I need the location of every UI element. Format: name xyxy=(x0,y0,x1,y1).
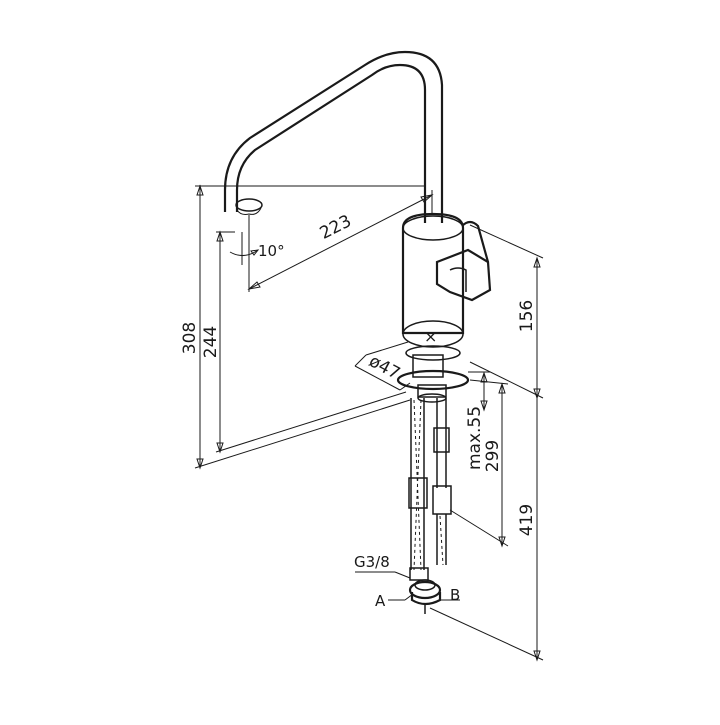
label-thread: G3/8 xyxy=(354,553,390,571)
reach-dimension xyxy=(247,190,434,292)
dim-hose-length: 419 xyxy=(517,504,537,536)
cross-mark: × xyxy=(424,327,437,346)
hose-fittings xyxy=(408,567,442,614)
diameter-dimension xyxy=(354,341,411,391)
handle-height-dimension xyxy=(469,224,544,400)
lever-handle xyxy=(435,220,492,302)
mounting-assembly xyxy=(396,345,470,403)
supply-hoses xyxy=(408,398,452,571)
spout xyxy=(223,50,444,223)
dim-spout-reach: 223 xyxy=(317,211,355,244)
dim-outlet-height: 244 xyxy=(201,326,221,358)
label-connection-b: B xyxy=(450,586,460,604)
dim-handle-height: 156 xyxy=(517,300,537,332)
connection-leaders xyxy=(355,571,460,601)
lower-dimensions xyxy=(429,371,544,662)
height-dimensions xyxy=(194,184,425,470)
dim-spout-angle: 10° xyxy=(258,242,285,260)
faucet-body: × xyxy=(401,212,465,348)
dim-max-deck: max.55 xyxy=(465,406,485,470)
angle-dimension xyxy=(229,232,260,265)
label-connection-a: A xyxy=(375,592,386,610)
dim-total-height: 308 xyxy=(180,322,200,354)
dim-shank-length: 299 xyxy=(483,440,503,472)
